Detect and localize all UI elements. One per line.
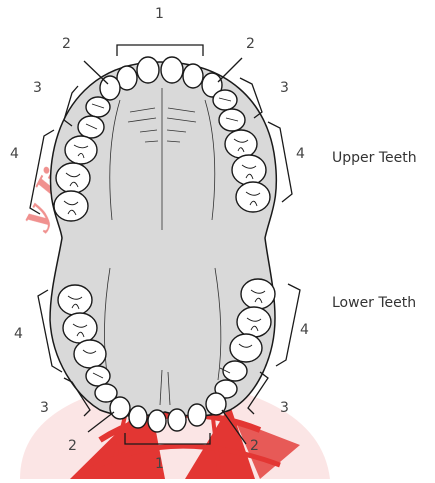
label-upper-incisors: 1	[155, 6, 164, 22]
label-upper-left-molars: 4	[10, 146, 19, 162]
label-lower-incisors: 1	[155, 456, 164, 472]
label-upper-right-premolars: 3	[280, 80, 289, 96]
label-lower-right-molars: 4	[300, 322, 309, 338]
lower-left-canine	[110, 397, 130, 419]
label-upper-right-molars: 4	[296, 146, 305, 162]
lower-teeth-label: Lower Teeth	[332, 295, 416, 311]
label-lower-left-molars: 4	[14, 326, 23, 342]
label-lower-right-canine: 2	[250, 438, 259, 454]
label-lower-left-premolars: 3	[40, 400, 49, 416]
label-upper-right-canine: 2	[246, 36, 255, 52]
label-upper-left-canine: 2	[62, 36, 71, 52]
label-upper-left-premolars: 3	[33, 80, 42, 96]
upper-teeth-label: Upper Teeth	[332, 150, 417, 166]
label-lower-right-premolars: 3	[280, 400, 289, 416]
label-lower-left-canine: 2	[68, 438, 77, 454]
